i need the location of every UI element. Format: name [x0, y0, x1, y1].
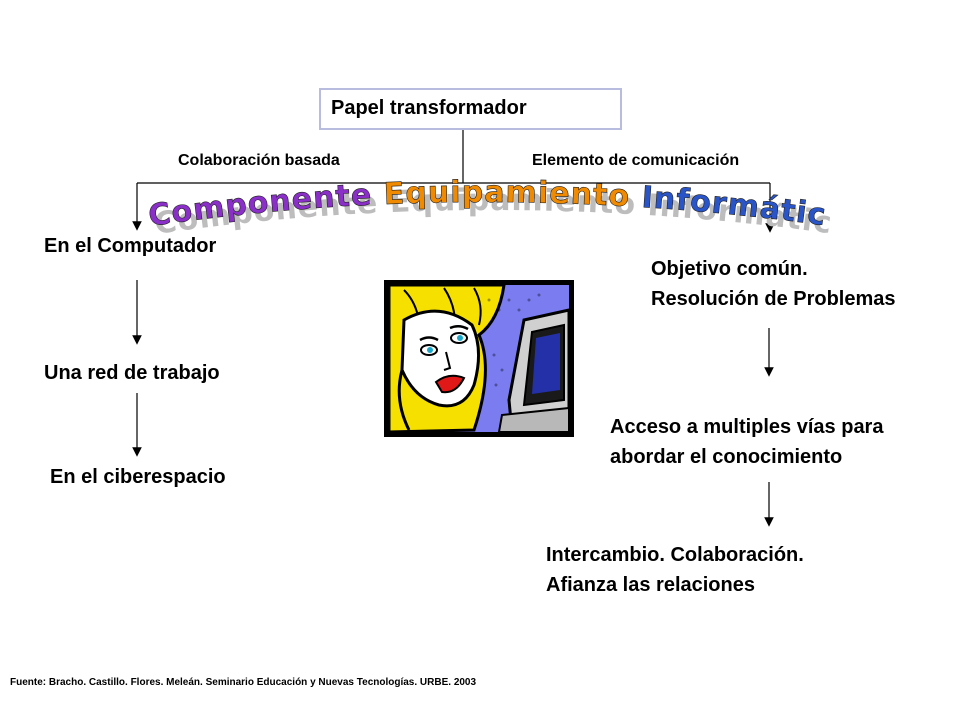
right-node-intercambio: Intercambio. Colaboración. Afianza las r…: [546, 540, 804, 600]
right-branch-label: Elemento de comunicación: [532, 152, 740, 169]
source-footnote: Fuente: Bracho. Castillo. Flores. Meleán…: [10, 677, 477, 688]
left-branch-label: Colaboración basada: [178, 152, 340, 169]
right-node-acceso-line1: Acceso a multiples vías para: [610, 416, 884, 438]
left-node-ciberespacio: En el ciberespacio: [50, 466, 226, 488]
right-node-acceso-line2: abordar el conocimiento: [610, 446, 843, 468]
right-node-objetivo-line2: Resolución de Problemas: [651, 288, 896, 310]
right-node-acceso: Acceso a multiples vías para abordar el …: [610, 412, 883, 472]
left-node-red-trabajo: Una red de trabajo: [44, 362, 220, 384]
right-node-objetivo: Objetivo común. Resolución de Problemas: [651, 254, 896, 314]
right-node-intercambio-line2: Afianza las relaciones: [546, 574, 755, 596]
title-box: Papel transformador: [319, 88, 622, 130]
wordart-word-equipamiento: Equipamiento: [383, 175, 631, 214]
left-node-computador: En el Computador: [44, 235, 217, 257]
wordart-banner: Componente Equipamiento Informático Comp…: [140, 168, 834, 240]
right-node-objetivo-line1: Objetivo común.: [651, 258, 808, 280]
title-text: Papel transformador: [331, 97, 527, 119]
woman-computer-illustration: [384, 280, 574, 437]
right-node-intercambio-line1: Intercambio. Colaboración.: [546, 544, 804, 566]
